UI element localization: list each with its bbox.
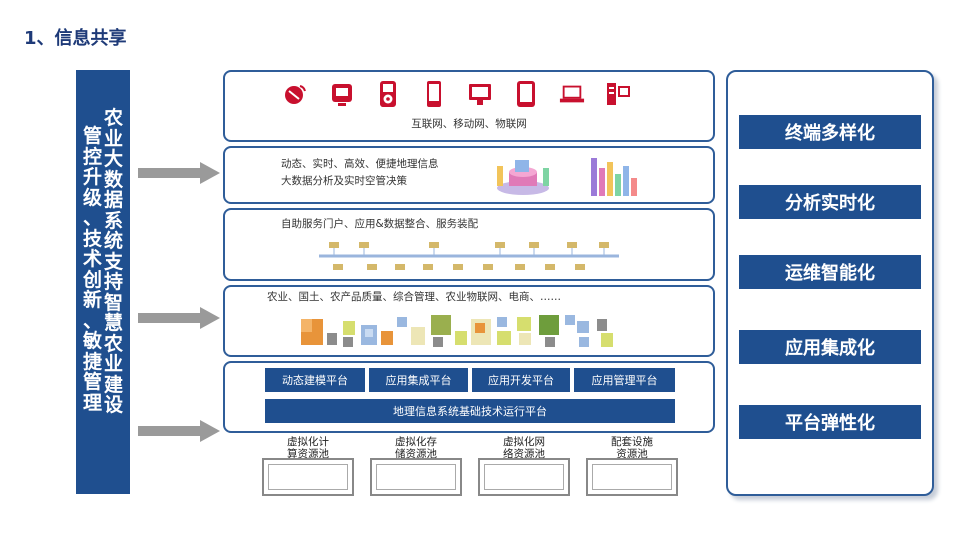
- banner-column-1: 农 业 大 数 据 系 统 支 持 智 慧 农 业 建 设: [104, 108, 123, 494]
- banner-char: 业: [104, 127, 124, 150]
- service-panel: 自助服务门户、应用&数据整合、服务装配: [223, 208, 715, 281]
- app-integration-platform: 应用集成平台: [369, 368, 468, 392]
- satellite-dish-icon: [283, 80, 309, 108]
- banner-char: 控: [82, 145, 102, 168]
- feature-app-integration: 应用集成化: [739, 330, 921, 364]
- pool-container: [370, 458, 462, 496]
- gis-base-platform: 地理信息系统基础技术运行平台: [265, 399, 675, 423]
- chart-graphic-icon: [497, 160, 549, 195]
- analysis-line-2: 大数据分析及实时空管决策: [281, 175, 407, 187]
- tablet-icon: [513, 80, 539, 108]
- pool-label: 虚拟化网络资源池: [503, 436, 545, 460]
- network-caption: 互联网、移动网、物联网: [411, 118, 527, 130]
- banner-char: 农: [104, 332, 124, 355]
- banner-char: 设: [104, 394, 124, 416]
- feature-realtime-analysis: 分析实时化: [739, 185, 921, 219]
- compute-pool: 虚拟化计算资源池: [262, 436, 354, 496]
- analysis-panel: 动态、实时、高效、便捷地理信息 大数据分析及实时空管决策: [223, 146, 715, 204]
- vertical-banner: 农 业 大 数 据 系 统 支 持 智 慧 农 业 建 设 管 控 升 级 、 …: [76, 70, 130, 494]
- 3d-bar-chart-icon: [591, 158, 637, 196]
- banner-column-2: 管 控 升 级 、 技 术 创 新 、 敏 捷 管 理: [83, 108, 102, 494]
- banner-char: 技: [82, 227, 102, 250]
- feature-terminal-diversity: 终端多样化: [739, 115, 921, 149]
- platform-panel: 动态建模平台 应用集成平台 应用开发平台 应用管理平台 地理信息系统基础技术运行…: [223, 361, 715, 433]
- banner-char: 持: [104, 271, 124, 293]
- service-network-icon: [319, 242, 619, 270]
- data-cubes-icon: [301, 315, 613, 347]
- banner-char: 术: [82, 248, 102, 270]
- banner-char: 新: [82, 289, 102, 311]
- facility-pool: 配套设施资源池: [586, 436, 678, 496]
- tv-icon: [329, 80, 355, 108]
- banner-char: 智: [104, 291, 124, 314]
- resource-pools: 虚拟化计算资源池 虚拟化存储资源池 虚拟化网络资源池 配套设施资源池: [262, 436, 678, 496]
- service-caption: 自助服务门户、应用&数据整合、服务装配: [281, 218, 479, 230]
- page-title: 1、信息共享: [24, 28, 127, 49]
- desktop-monitor-icon: [467, 80, 493, 108]
- banner-char: 创: [82, 268, 102, 291]
- banner-char: 农: [104, 107, 124, 129]
- feature-platform-elasticity: 平台弹性化: [739, 405, 921, 439]
- features-panel: 终端多样化 分析实时化 运维智能化 应用集成化 平台弹性化: [726, 70, 934, 496]
- right-arrow-icon: [138, 307, 220, 329]
- feature-intelligent-ops: 运维智能化: [739, 255, 921, 289]
- banner-char: 、: [82, 309, 102, 332]
- device-icon-row: [283, 80, 631, 108]
- banner-char: 支: [104, 250, 124, 273]
- server-icon: [605, 80, 631, 108]
- banner-char: 敏: [82, 330, 102, 352]
- banner-char: 统: [104, 230, 124, 252]
- app-management-platform: 应用管理平台: [574, 368, 675, 392]
- right-arrow-icon: [138, 420, 220, 442]
- banner-char: 管: [82, 125, 102, 147]
- banner-char: 业: [104, 353, 124, 375]
- laptop-icon: [559, 80, 585, 108]
- banner-char: 级: [82, 186, 102, 209]
- pool-label: 配套设施资源池: [611, 436, 653, 460]
- pool-container: [478, 458, 570, 496]
- right-arrow-icon: [138, 162, 220, 184]
- banner-char: 系: [104, 209, 124, 232]
- banner-char: 数: [104, 168, 124, 191]
- pool-container: [262, 458, 354, 496]
- storage-pool: 虚拟化存储资源池: [370, 436, 462, 496]
- ipod-icon: [375, 80, 401, 108]
- pool-label: 虚拟化计算资源池: [287, 436, 329, 460]
- network-pool: 虚拟化网络资源池: [478, 436, 570, 496]
- domains-caption: 农业、国土、农产品质量、综合管理、农业物联网、电商、……: [267, 291, 561, 303]
- banner-char: 管: [82, 371, 102, 393]
- banner-char: 慧: [104, 312, 124, 334]
- banner-char: 理: [82, 391, 102, 414]
- banner-char: 、: [82, 207, 102, 229]
- banner-char: 据: [104, 189, 124, 211]
- smartphone-icon: [421, 80, 447, 108]
- app-development-platform: 应用开发平台: [472, 368, 570, 392]
- analysis-line-1: 动态、实时、高效、便捷地理信息: [281, 158, 439, 170]
- banner-char: 大: [104, 148, 124, 170]
- dynamic-modeling-platform: 动态建模平台: [265, 368, 365, 392]
- pool-container: [586, 458, 678, 496]
- domains-panel: 农业、国土、农产品质量、综合管理、农业物联网、电商、……: [223, 285, 715, 357]
- pool-label: 虚拟化存储资源池: [395, 436, 437, 460]
- banner-char: 升: [82, 166, 102, 188]
- banner-char: 建: [104, 373, 124, 396]
- banner-char: 捷: [82, 350, 102, 373]
- devices-panel: 互联网、移动网、物联网: [223, 70, 715, 142]
